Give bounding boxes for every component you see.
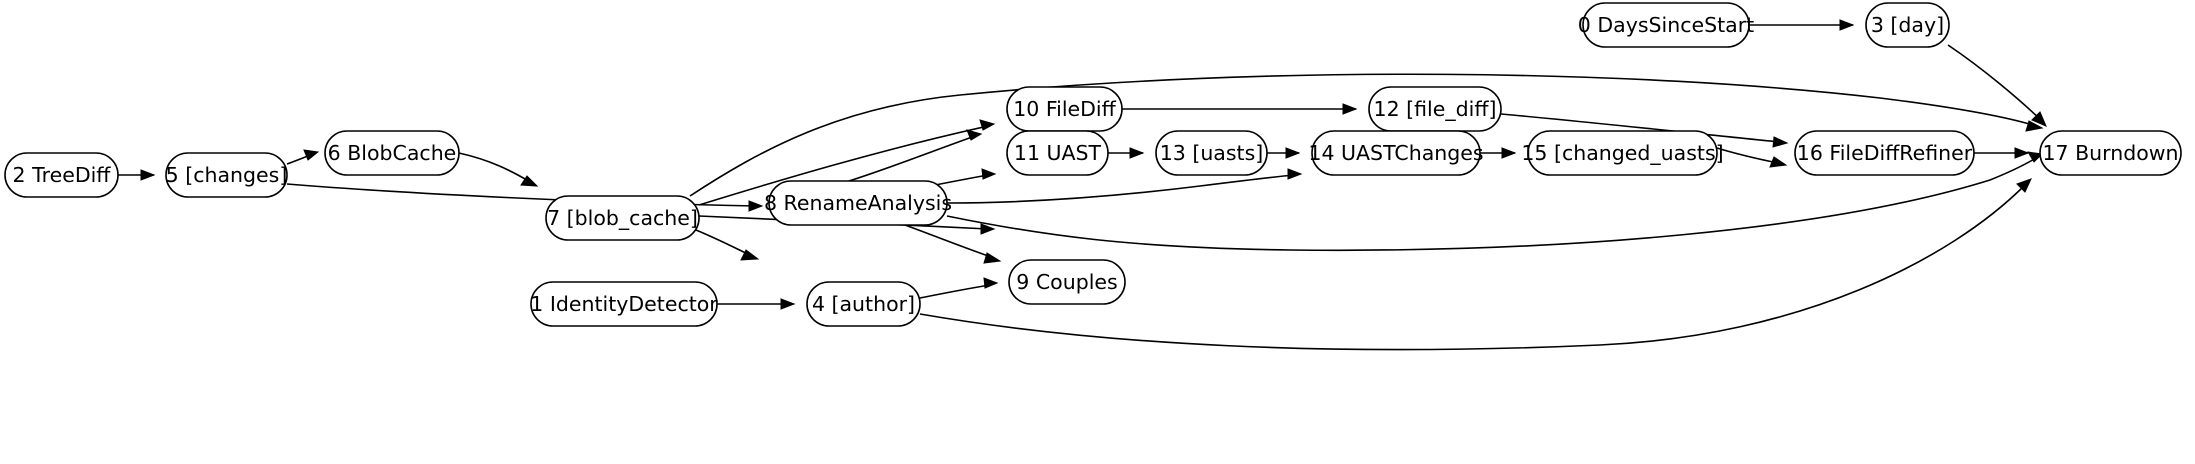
node-17-burndown[interactable]: 17 Burndown [2039, 130, 2182, 176]
node-layer: 0 DaysSinceStart 3 [day] 10 FileDiff 12 … [4, 2, 2182, 327]
node-label: 13 [uasts] [1160, 141, 1264, 165]
node-5-changes[interactable]: 5 [changes] [165, 152, 288, 198]
node-label: 12 [file_diff] [1374, 97, 1497, 122]
node-15-changed-uasts[interactable]: 15 [changed_uasts] [1521, 130, 1724, 176]
node-label: 11 UAST [1014, 141, 1102, 165]
node-label: 3 [day] [1871, 13, 1944, 37]
node-label: 9 Couples [1016, 270, 1117, 294]
edge-12-to-16 [1500, 113, 1789, 148]
edge-6-to-7 [458, 152, 539, 187]
node-label: 14 UASTChanges [1308, 141, 1483, 165]
edge-8-to-17 [946, 151, 2044, 252]
node-label: 17 Burndown [2042, 141, 2178, 165]
edge-8-to-9 [904, 224, 1002, 264]
edge-8-to-10 [848, 129, 983, 182]
node-label: 0 DaysSinceStart [1578, 13, 1754, 37]
node-label: 15 [changed_uasts] [1521, 141, 1723, 166]
node-1-identitydetector[interactable]: 1 IdentityDetector [530, 281, 718, 327]
node-label: 8 RenameAnalysis [764, 191, 952, 215]
node-11-uast[interactable]: 11 UAST [1006, 130, 1109, 176]
node-4-author[interactable]: 4 [author] [806, 281, 921, 327]
node-0-dayssincestart[interactable]: 0 DaysSinceStart [1578, 2, 1754, 48]
node-12-file-diff[interactable]: 12 [file_diff] [1368, 86, 1502, 132]
node-label: 2 TreeDiff [13, 163, 112, 187]
edge-4-to-9 [919, 277, 999, 299]
node-2-treediff[interactable]: 2 TreeDiff [4, 152, 119, 198]
edge-7-to-17 [689, 73, 2044, 197]
edge-7-to-10 [698, 119, 996, 206]
edge-1-to-4 [717, 298, 796, 310]
edge-16-to-17 [1974, 147, 2030, 159]
node-7-blob-cache[interactable]: 7 [blob_cache] [545, 195, 700, 241]
edge-7-to-8 [695, 229, 760, 261]
node-label: 10 FileDiff [1013, 97, 1116, 121]
edge-14-to-15 [1480, 147, 1517, 159]
node-3-day[interactable]: 3 [day] [1865, 2, 1950, 48]
node-label: 5 [changes] [166, 163, 288, 187]
edge-3-to-17 [1947, 44, 2047, 127]
node-16-filediffrefiner[interactable]: 16 FileDiffRefiner [1794, 130, 1975, 176]
edge-5-to-6 [286, 149, 320, 165]
node-6-blobcache[interactable]: 6 BlobCache [324, 130, 460, 176]
edge-11-to-13 [1108, 147, 1145, 159]
node-label: 7 [blob_cache] [547, 206, 698, 231]
node-label: 1 IdentityDetector [530, 292, 718, 316]
node-10-filediff[interactable]: 10 FileDiff [1006, 86, 1123, 132]
edge-15-to-16 [1716, 147, 1788, 168]
node-13-uasts[interactable]: 13 [uasts] [1155, 130, 1268, 176]
node-14-uastchanges[interactable]: 14 UASTChanges [1308, 130, 1484, 176]
edge-10-to-12 [1122, 103, 1358, 115]
edge-13-to-14 [1267, 147, 1301, 159]
node-9-couples[interactable]: 9 Couples [1008, 259, 1126, 305]
node-label: 16 FileDiffRefiner [1797, 141, 1973, 165]
node-label: 4 [author] [812, 292, 915, 316]
node-label: 6 BlobCache [328, 141, 457, 165]
edge-0-to-3 [1749, 19, 1855, 31]
edge-8-to-14 [946, 168, 1303, 204]
edge-4-to-17 [919, 178, 2032, 351]
node-8-renameanalysis[interactable]: 8 RenameAnalysis [764, 180, 952, 226]
edge-2-to-5 [118, 169, 156, 181]
